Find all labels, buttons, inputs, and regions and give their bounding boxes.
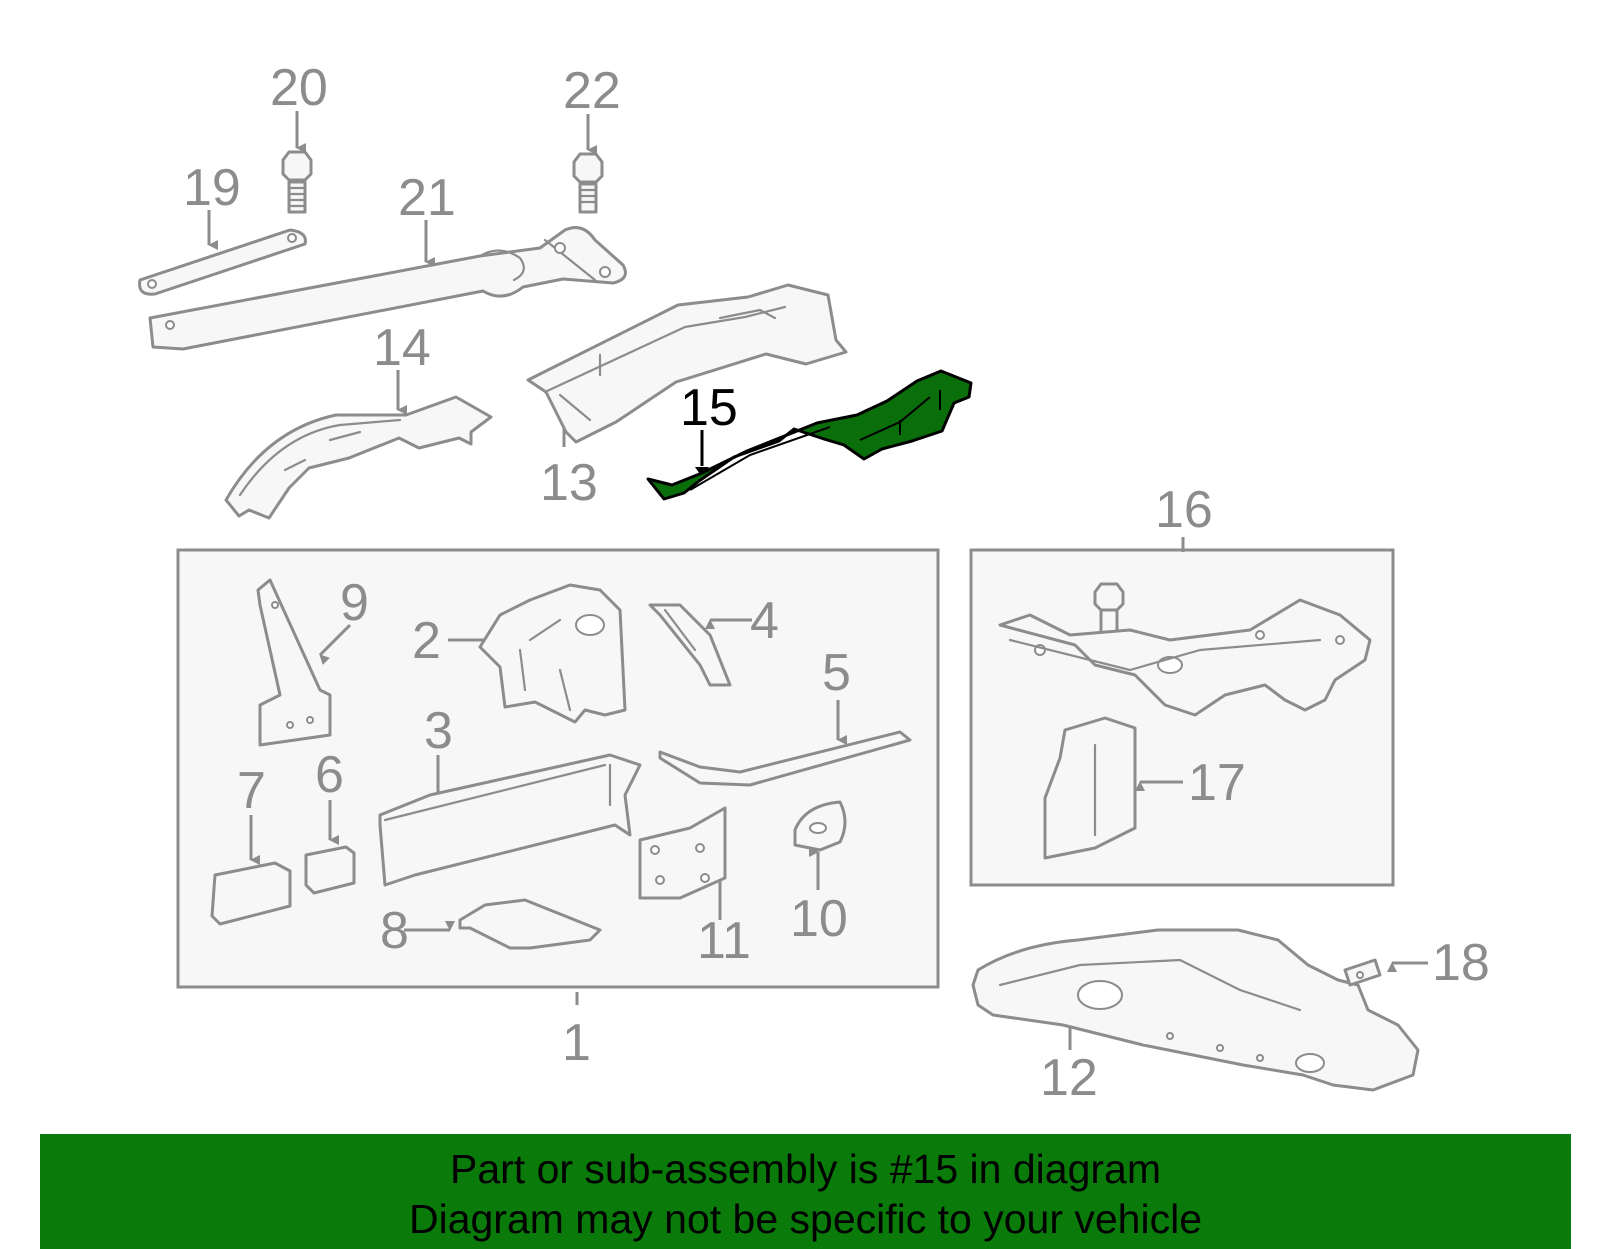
callout-11[interactable]: 11	[697, 912, 751, 970]
callout-8[interactable]: 8	[380, 902, 409, 960]
callout-20[interactable]: 20	[270, 59, 328, 117]
part-2-tower[interactable]	[448, 583, 627, 724]
part-13-rail[interactable]	[526, 283, 848, 447]
callout-9[interactable]: 9	[340, 574, 369, 632]
callout-7[interactable]: 7	[237, 762, 266, 820]
callout-17[interactable]: 17	[1188, 754, 1246, 812]
callout-14[interactable]: 14	[373, 319, 431, 377]
part-12-shield[interactable]	[971, 928, 1420, 1092]
part-18-clip[interactable]	[1343, 958, 1428, 987]
part-21-brace[interactable]	[148, 220, 627, 351]
callout-12[interactable]: 12	[1040, 1049, 1098, 1107]
part-4-panel[interactable]	[648, 603, 752, 687]
part-3-reinforcement[interactable]	[378, 753, 642, 887]
part-7-block[interactable]	[210, 815, 292, 926]
part-17-brace[interactable]	[1043, 716, 1183, 860]
part-14-wheelhouse[interactable]	[224, 370, 493, 520]
callout-21[interactable]: 21	[398, 169, 456, 227]
callout-4[interactable]: 4	[750, 592, 779, 650]
footer-line-2: Diagram may not be specific to your vehi…	[408, 1196, 1202, 1242]
callout-2[interactable]: 2	[412, 612, 441, 670]
callout-3[interactable]: 3	[424, 702, 453, 760]
callout-10[interactable]: 10	[790, 890, 848, 948]
part-6-block[interactable]	[304, 800, 356, 895]
part-19-bracket[interactable]	[138, 210, 307, 296]
part-15-highlighted[interactable]	[646, 369, 973, 501]
part-5-strip[interactable]	[658, 700, 912, 787]
footer-line-1: Part or sub-assembly is #15 in diagram	[450, 1146, 1161, 1192]
callout-6[interactable]: 6	[315, 746, 344, 804]
part-11-mount[interactable]	[638, 806, 727, 920]
callout-19[interactable]: 19	[183, 159, 241, 217]
footer-banner: Part or sub-assembly is #15 in diagram D…	[40, 1134, 1571, 1249]
part-10-insulator[interactable]	[793, 800, 847, 890]
callout-22[interactable]: 22	[563, 62, 621, 120]
group-box-16	[969, 548, 1395, 887]
callout-13[interactable]: 13	[540, 454, 598, 512]
callout-5[interactable]: 5	[822, 644, 851, 702]
part-9-bracket[interactable]	[256, 578, 352, 747]
callout-15[interactable]: 15	[680, 379, 738, 437]
part-22-bolt[interactable]	[572, 114, 604, 214]
part-16-crossmember[interactable]	[998, 537, 1372, 717]
callout-16[interactable]: 16	[1155, 481, 1213, 539]
part-20-bolt[interactable]	[281, 111, 313, 214]
part-8-plate[interactable]	[404, 898, 602, 950]
callout-18[interactable]: 18	[1432, 934, 1490, 992]
callout-1[interactable]: 1	[562, 1014, 591, 1072]
